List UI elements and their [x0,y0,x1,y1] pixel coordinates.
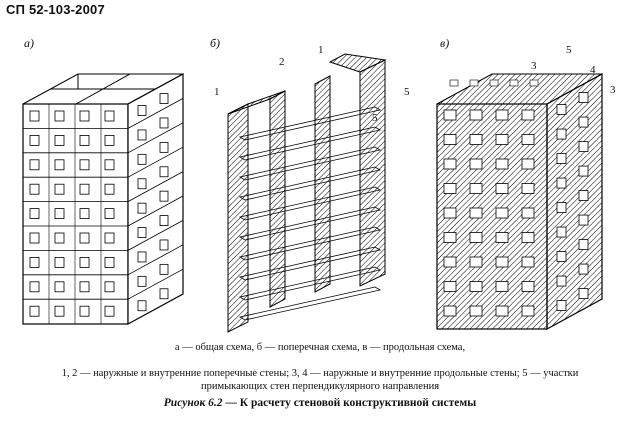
callout-b-1-top: 1 [318,44,324,56]
caption-line-2: 1, 2 — наружные и внутренние поперечные … [61,368,579,379]
callout-b-5-inner: 5 [372,112,378,124]
caption-line-3: примыкающих стен перпендикулярного напра… [200,381,440,392]
figure-number: Рисунок 6.2 [163,397,223,409]
callout-c-3-top: 3 [531,60,537,72]
caption-line-1: а — общая схема, б — поперечная схема, в… [174,342,466,353]
callout-c-3-right: 3 [610,84,616,96]
building-longitudinal-scheme [432,44,617,334]
document-header: СП 52-103-2007 [6,2,105,17]
callout-b-1-left: 1 [214,86,220,98]
figure-title-text: — К расчету стеновой конструктивной сист… [222,397,477,409]
callout-b-5-outer: 5 [404,86,410,98]
building-transverse-scheme [210,44,410,334]
panel-label-b: б) [210,36,221,50]
panel-label-a: а) [24,36,34,50]
callout-b-2: 2 [279,56,285,68]
callout-c-4: 4 [590,64,596,76]
figure-title: Рисунок 6.2 — К расчету стеновой констру… [0,397,640,409]
callout-c-5: 5 [566,44,572,56]
building-general-scheme [18,44,188,334]
panel-label-c: в) [440,36,450,50]
